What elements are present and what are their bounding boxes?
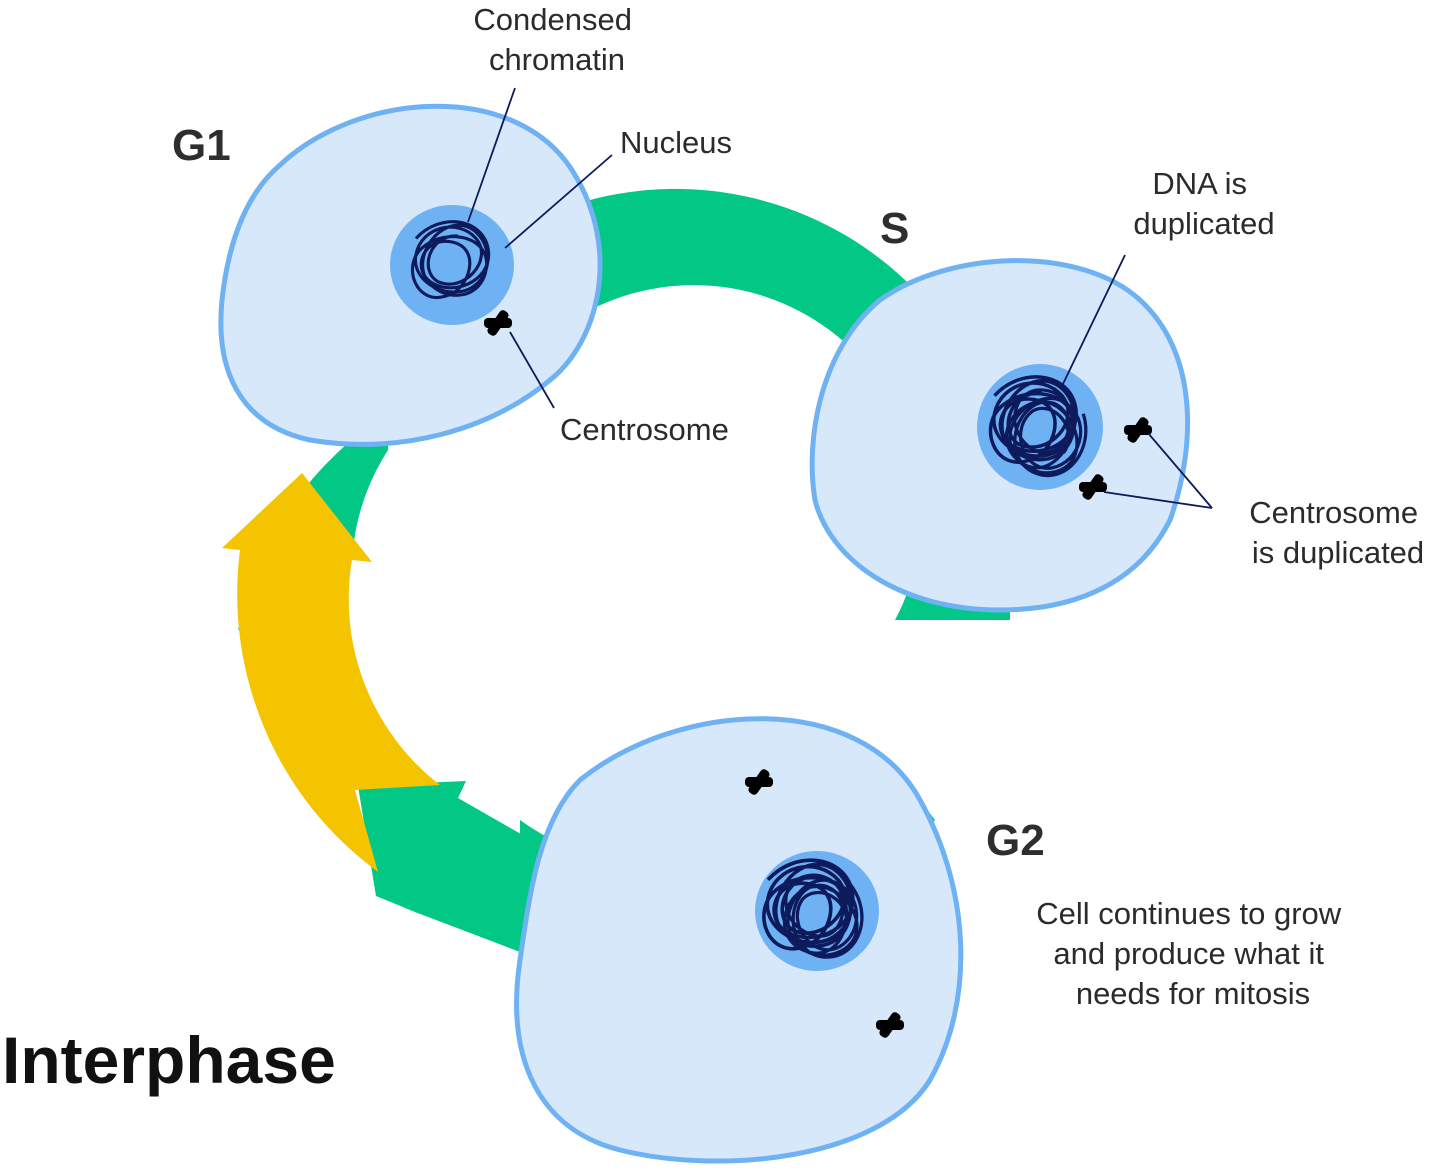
g2-cell (514, 716, 964, 1164)
leader-lines (467, 87, 1213, 509)
centrosome-label: Centrosome (560, 412, 729, 447)
condensed-chromatin-label: Condensed chromatin (473, 2, 640, 77)
g1-label: G1 (172, 121, 231, 170)
s-cell (809, 258, 1191, 613)
nucleus-label: Nucleus (620, 125, 732, 160)
interphase-title: Interphase (2, 1023, 336, 1097)
g2-description: Cell continues to grow and produce what … (1036, 896, 1350, 1011)
dna-duplicated-label: DNA is duplicated (1133, 166, 1274, 241)
g2-label: G2 (986, 816, 1045, 865)
return-arrow (222, 473, 440, 872)
centrosome-duplicated-label: Centrosome is duplicated (1249, 495, 1426, 570)
g1-cell (218, 103, 603, 447)
s-label: S (880, 204, 909, 253)
